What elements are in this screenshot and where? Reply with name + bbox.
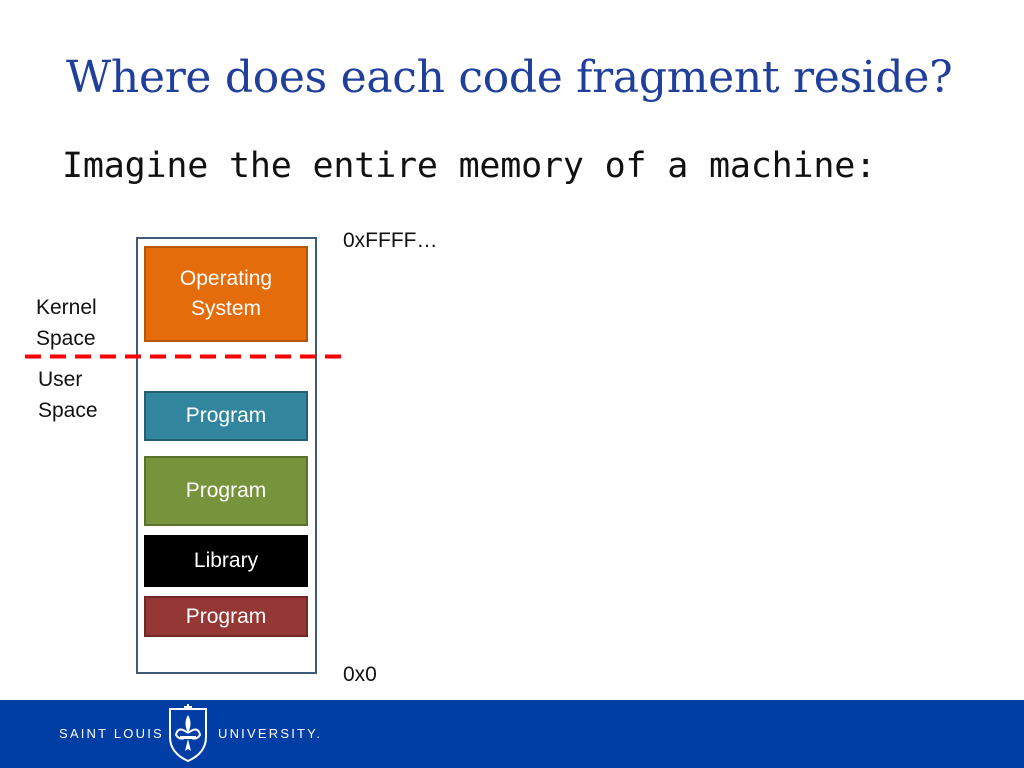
memory-container — [136, 237, 317, 674]
slide-subtitle: Imagine the entire memory of a machine: — [62, 146, 876, 186]
kernel-space-label-line1: Kernel — [36, 296, 97, 319]
kernel-space-label: Kernel Space — [36, 292, 97, 354]
address-top-label: 0xFFFF… — [343, 229, 438, 252]
program-block-2-label: Program — [185, 479, 267, 502]
program-block-1-label: Program — [185, 404, 267, 427]
footer-text-right: UNIVERSITY. — [218, 726, 323, 741]
address-bottom-label: 0x0 — [343, 663, 377, 686]
program-block-1: Program — [144, 391, 308, 441]
kernel-user-divider — [25, 354, 345, 359]
user-space-label: User Space — [38, 364, 98, 426]
operating-system-block-line2: System — [190, 297, 261, 320]
operating-system-block-line1: Operating — [179, 267, 273, 290]
program-block-2: Program — [144, 456, 308, 526]
library-block-label: Library — [193, 549, 259, 572]
kernel-space-label-line2: Space — [36, 327, 96, 350]
fleur-de-lis-seal-icon — [169, 704, 207, 763]
user-space-label-line1: User — [38, 368, 83, 391]
operating-system-block: Operating System — [144, 246, 308, 342]
user-space-label-line2: Space — [38, 399, 98, 422]
slide-title: Where does each code fragment reside? — [66, 52, 953, 103]
footer-text-left: SAINT LOUIS — [59, 726, 164, 741]
library-block: Library — [144, 535, 308, 587]
program-block-3-label: Program — [185, 604, 267, 628]
program-block-3: Program — [144, 596, 308, 637]
